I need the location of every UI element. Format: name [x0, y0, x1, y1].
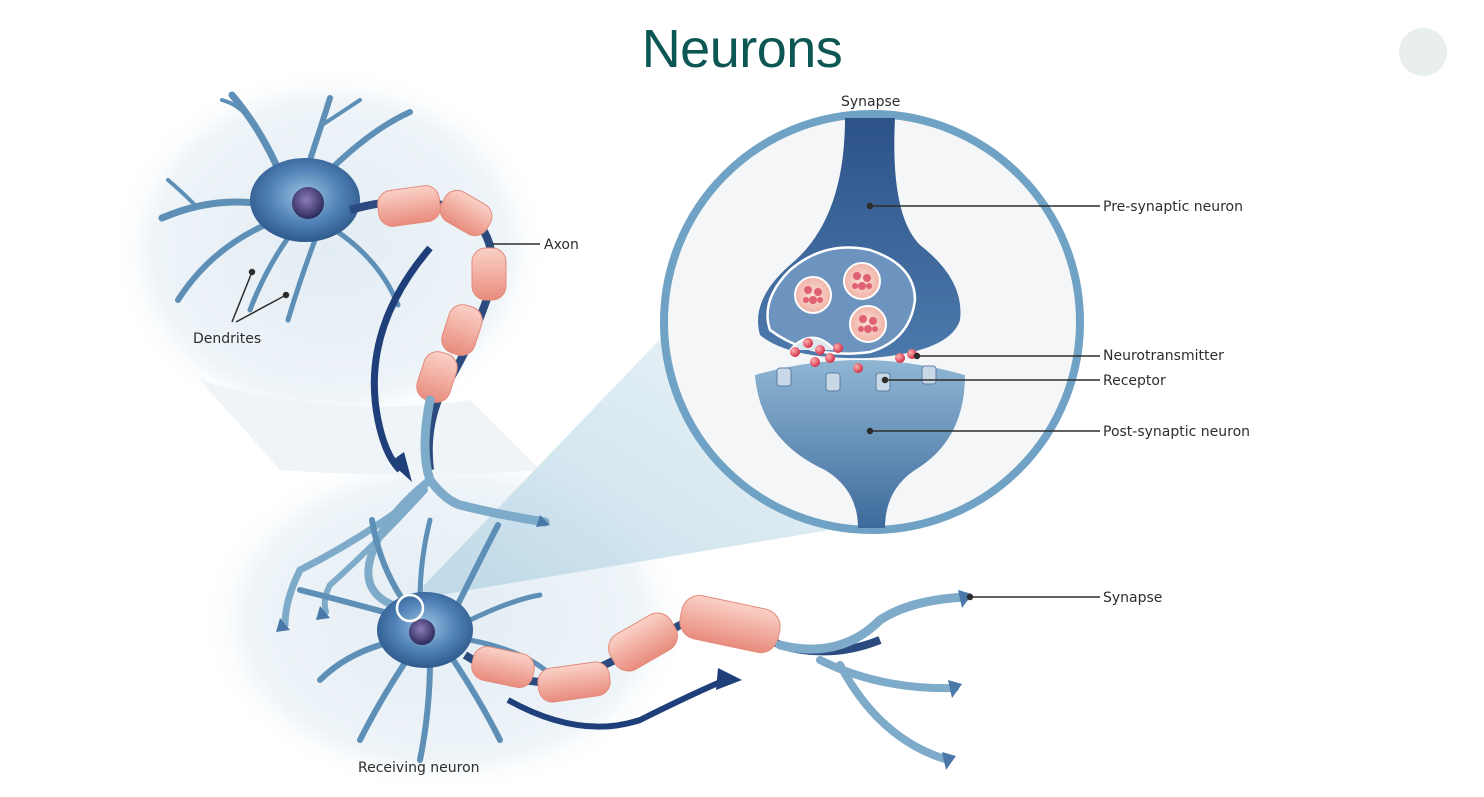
label-axon: Axon	[544, 237, 579, 253]
decorative-circle	[1399, 28, 1447, 76]
label-receptor: Receptor	[1103, 373, 1166, 389]
label-receiving-neuron: Receiving neuron	[358, 760, 480, 776]
zoom-cone	[410, 310, 860, 600]
label-synapse-right: Synapse	[1103, 590, 1162, 606]
top-axon	[276, 185, 550, 632]
page-title: Neurons	[641, 19, 843, 79]
label-leader-lines	[231, 202, 1100, 601]
receiving-neuron-soma	[377, 592, 473, 668]
signal-arrow-bottom	[506, 677, 727, 730]
label-post-synaptic-neuron: Post-synaptic neuron	[1103, 424, 1250, 440]
label-dendrites: Dendrites	[193, 331, 261, 347]
label-synapse-top: Synapse	[841, 94, 900, 110]
signal-arrow-top	[370, 245, 433, 473]
label-neurotransmitter: Neurotransmitter	[1103, 348, 1224, 364]
top-neuron-soma	[250, 158, 360, 242]
synapse-zoom-circle	[660, 110, 1084, 534]
label-pre-synaptic-neuron: Pre-synaptic neuron	[1103, 199, 1243, 215]
receiving-neuron-axon	[462, 590, 972, 770]
